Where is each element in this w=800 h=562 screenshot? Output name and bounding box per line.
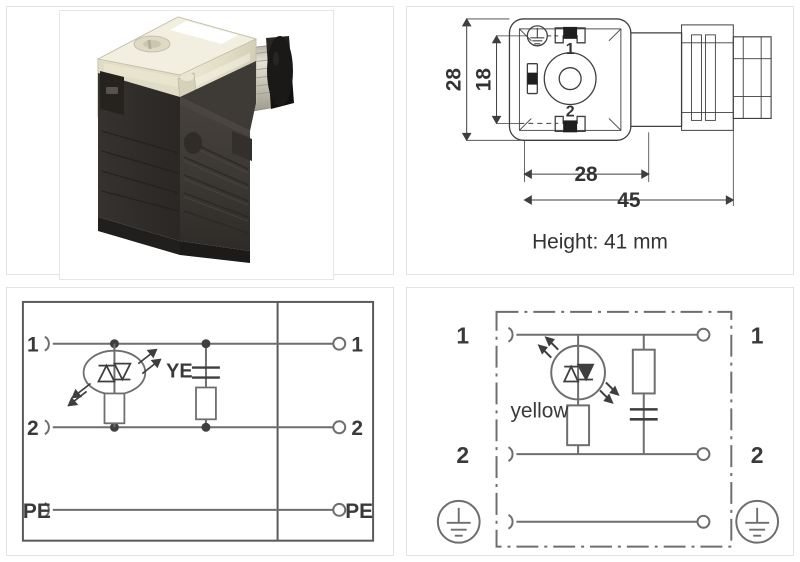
dimension-value-28-horizontal: 28 (574, 163, 597, 186)
pin-terminal-pe (332, 502, 347, 517)
earth-ground-icon-left (436, 499, 481, 544)
snubber-branch (192, 339, 220, 432)
center-screw-hole (543, 52, 597, 106)
socket-symbol-2 (44, 419, 50, 436)
pin-terminal-1 (332, 336, 347, 351)
socket-symbol-1 (507, 326, 514, 343)
contact-2-shape (554, 115, 586, 133)
panel-dimensional-drawing: 28 18 28 45 1 2 Height: 41 mm (400, 0, 800, 281)
connector-body-outline (508, 18, 632, 141)
product-photo (60, 11, 333, 279)
schematic-enclosure (21, 300, 375, 542)
contact-1-shape (554, 26, 586, 44)
led-series-resistor (103, 392, 126, 425)
circuit-diagram-right: 1 2 1 2 yellow (436, 310, 780, 548)
panel-schematic-left: 1 2 PE 1 2 PE YE (0, 281, 400, 562)
dimension-value-18: 18 (473, 68, 496, 91)
white-label (170, 21, 238, 44)
black-housing (98, 61, 256, 263)
snubber-resistor (631, 348, 656, 395)
panel-product-photo (0, 0, 400, 281)
photo-panel-border (6, 6, 394, 280)
led-color-label: YE (166, 361, 193, 383)
led-series-resistor (566, 404, 591, 447)
dimension-28-vertical (461, 17, 525, 142)
snubber-branch (629, 334, 658, 455)
panel-schematic-right: 1 2 1 2 yellow (400, 281, 800, 562)
terminal-label-right-1: 1 (751, 323, 764, 349)
earth-ground-icon-right (735, 499, 780, 544)
terminal-label-left-2: 2 (456, 442, 469, 468)
terminal-label-left-1: 1 (456, 323, 469, 349)
pin-terminal-2 (332, 420, 347, 435)
dimension-28-horizontal (523, 132, 650, 183)
dimension-value-28-vertical: 28 (443, 68, 466, 91)
led-branch (67, 339, 162, 432)
led-color-label: yellow (510, 399, 569, 422)
led-branch (537, 334, 620, 455)
dimension-value-45: 45 (617, 189, 641, 212)
terminal-label-right-2: 2 (751, 442, 764, 468)
terminal-label-right-2: 2 (351, 417, 363, 440)
snubber-resistor (195, 386, 217, 421)
height-note: Height: 41 mm (532, 231, 668, 254)
cable-gland (630, 24, 772, 131)
dimension-45-horizontal (523, 118, 735, 206)
terminal-label-right-pe: PE (345, 500, 373, 523)
schematic-left-border: 1 2 PE 1 2 PE YE (6, 287, 394, 556)
circuit-diagram-left: 1 2 PE 1 2 PE YE (21, 300, 375, 542)
socket-symbol-pe (507, 513, 514, 530)
contact-label-2: 2 (566, 103, 575, 120)
terminal-label-left-2: 2 (27, 417, 39, 440)
terminal-label-left-pe: PE (23, 500, 51, 523)
socket-symbol-2 (507, 446, 514, 462)
schematic-enclosure-dashdot (495, 310, 733, 548)
schematic-right-border: 1 2 1 2 yellow (406, 287, 794, 556)
socket-symbol-1 (44, 335, 50, 352)
dimension-18-vertical (491, 34, 528, 125)
pin-terminal-2 (696, 447, 711, 462)
terminal-label-left-1: 1 (27, 334, 39, 357)
contact-label-1: 1 (566, 41, 575, 58)
dimensional-drawing: 28 18 28 45 1 2 Height: 41 mm (443, 17, 772, 254)
earth-ground-icon (526, 25, 548, 47)
socket-symbol-pe (44, 502, 50, 518)
pin-terminal-1 (696, 327, 711, 342)
pin-terminal-pe (696, 514, 711, 529)
drawing-panel-border: 28 18 28 45 1 2 Height: 41 mm (406, 6, 794, 275)
product-photo-frame (59, 10, 334, 280)
terminal-label-right-1: 1 (351, 334, 363, 357)
indicator-window (526, 63, 538, 95)
